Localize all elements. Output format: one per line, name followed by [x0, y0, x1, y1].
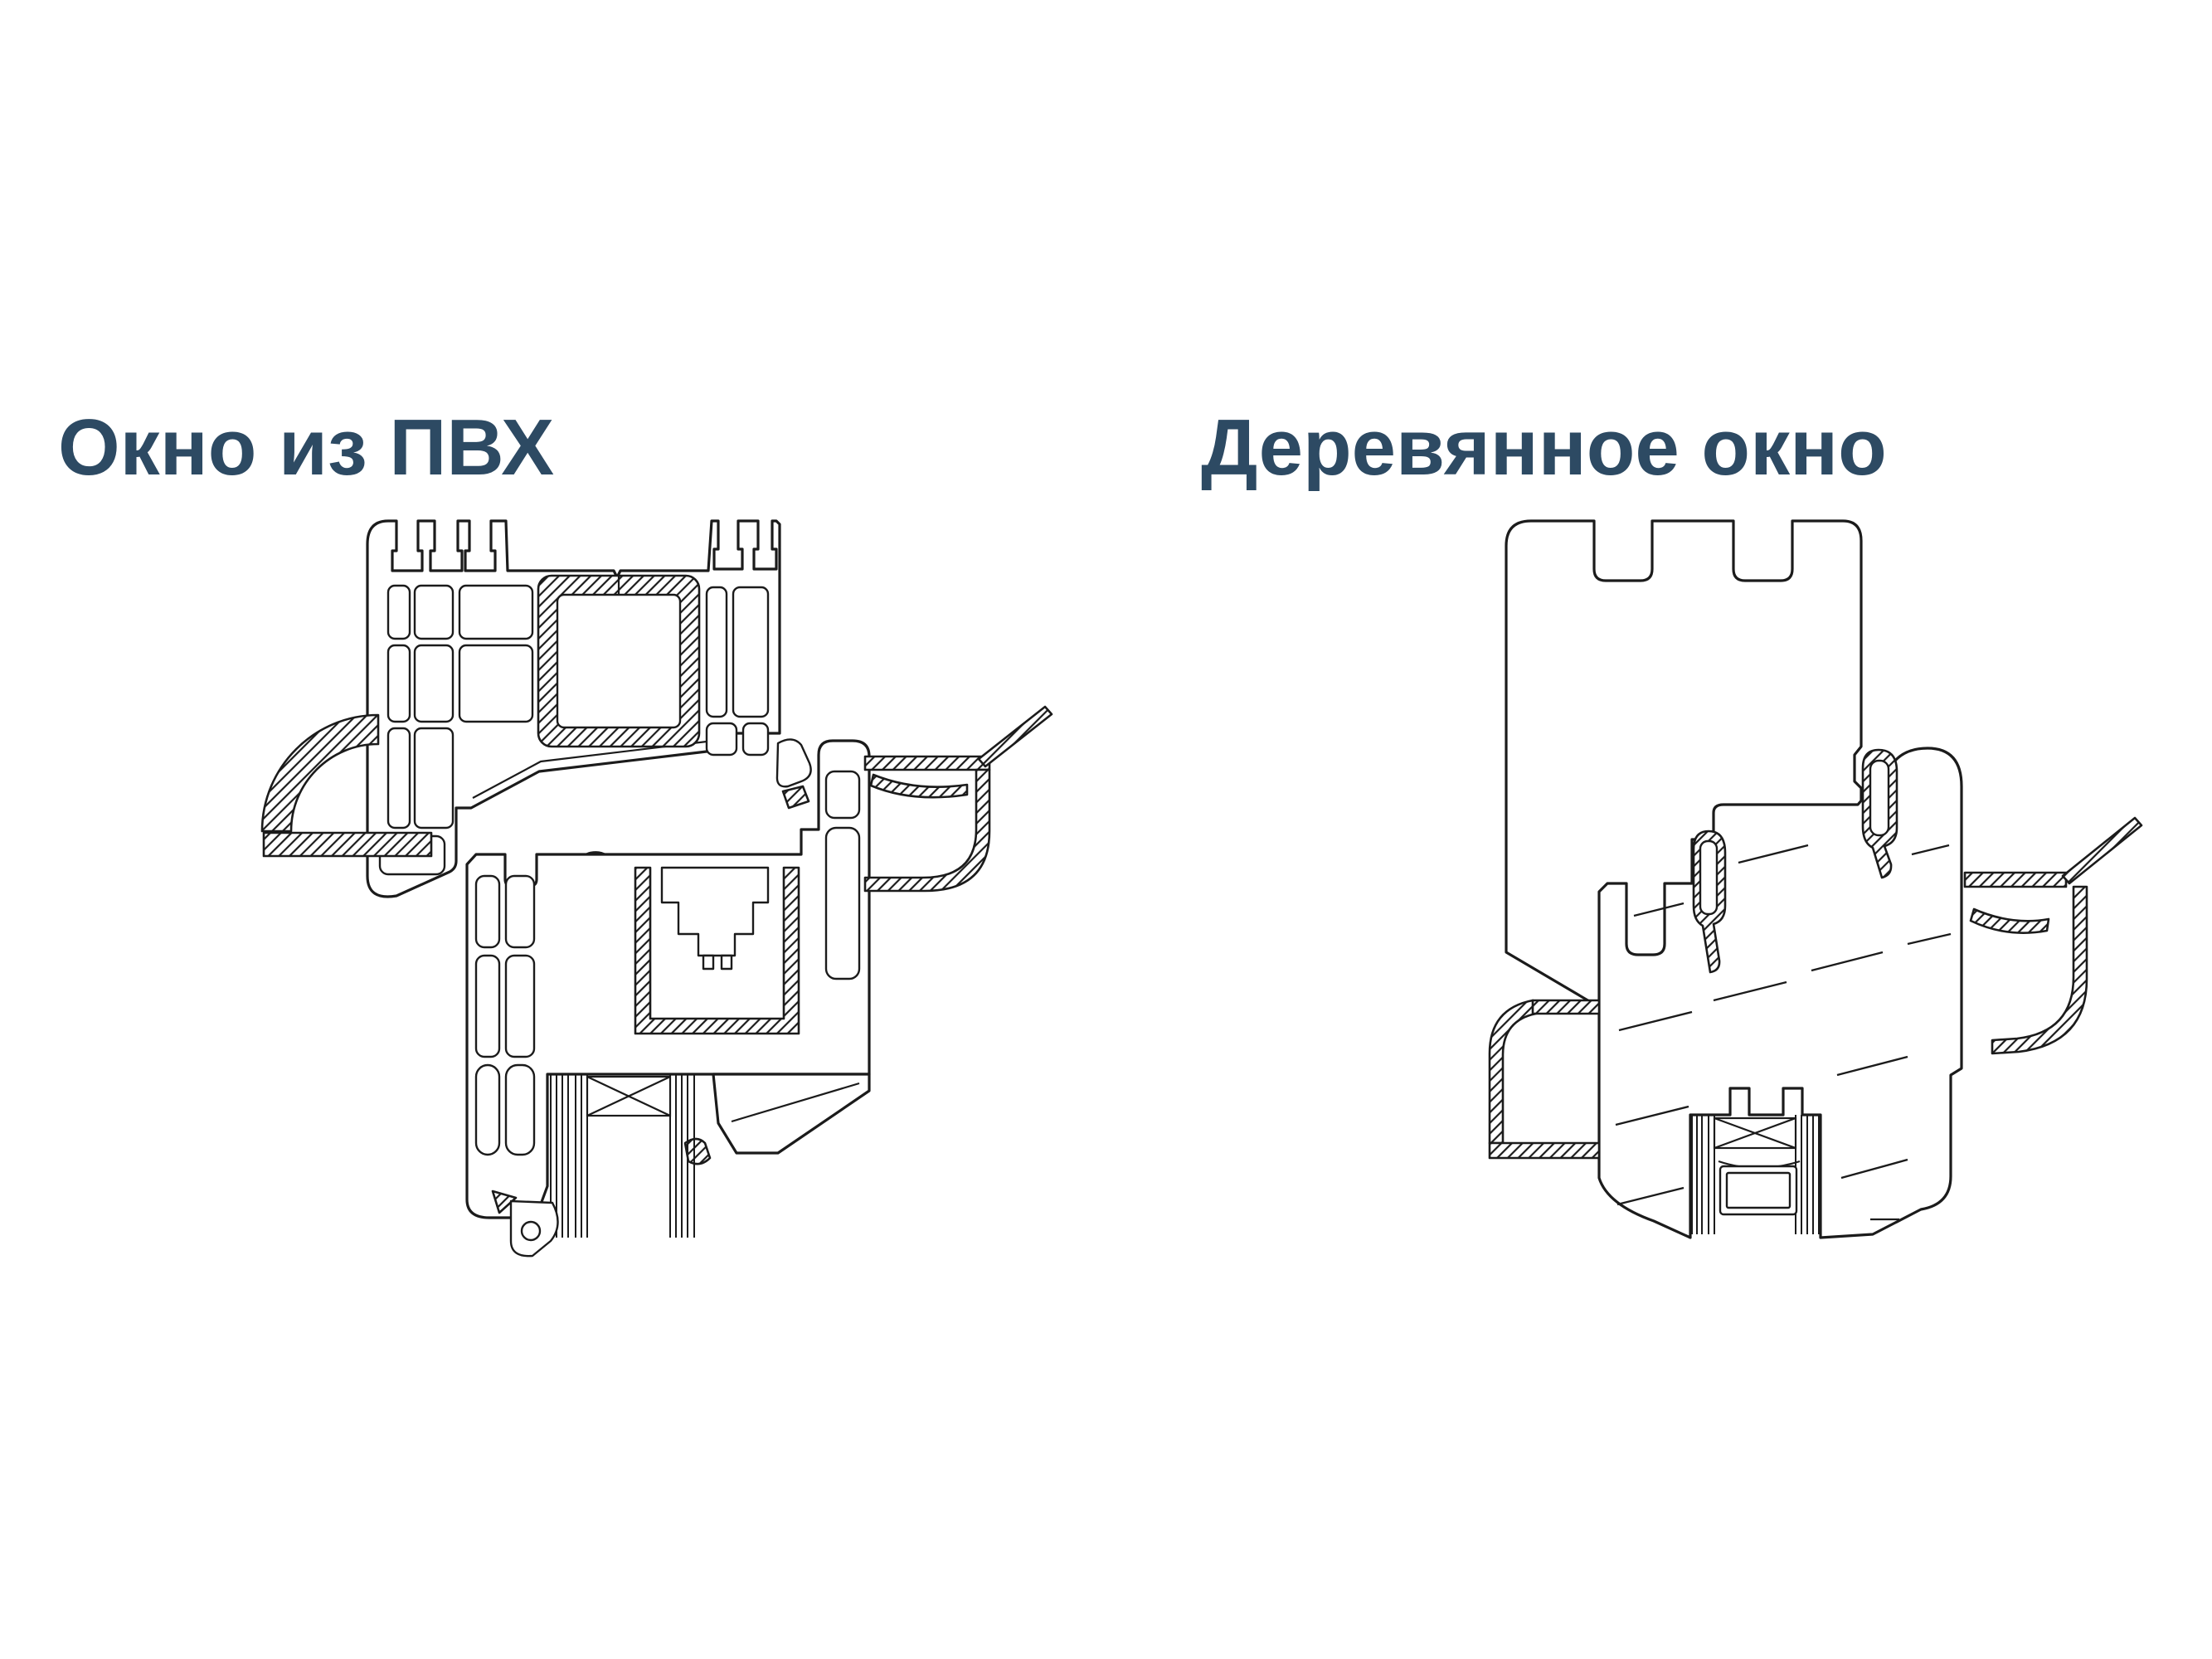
bottom-clip — [491, 1190, 559, 1258]
glazing-spacer-x-wood — [1713, 1117, 1797, 1150]
steel-u-channel — [634, 866, 800, 1035]
spacer-desiccant-box — [1719, 1165, 1798, 1216]
pvc-window-title: Окно из ПВХ — [58, 403, 555, 492]
rubber-gasket-lower — [1692, 830, 1727, 974]
frame-sash-clips — [775, 738, 812, 810]
wood-left-drip-seal — [1488, 999, 1601, 1160]
wood-right-drip-seal — [1963, 816, 2143, 1055]
frame-rebate-line — [472, 740, 707, 799]
rubber-gasket-upper — [1861, 748, 1898, 879]
wood-grain-lines — [1615, 844, 1952, 1206]
glazing-spacer-x — [586, 1075, 672, 1117]
glazing-bead — [683, 1073, 871, 1165]
pvc-window-diagram — [260, 519, 1053, 1258]
wood-sash-profile — [1597, 747, 1963, 1239]
pvc-frame-chambers — [378, 584, 770, 876]
wood-frame-profile — [1505, 519, 1863, 1009]
pvc-sash-chambers — [474, 770, 861, 1156]
wooden-window-diagram — [1488, 519, 2143, 1239]
pvc-left-drip-seal — [260, 713, 433, 858]
pvc-right-drip-seal — [863, 705, 1053, 893]
glazing-unit-pvc — [550, 1074, 695, 1238]
wooden-window-title: Деревянное окно — [1201, 403, 1887, 492]
glazing-unit-wood — [1691, 1115, 1899, 1234]
steel-reinforcement-tube — [537, 574, 701, 748]
